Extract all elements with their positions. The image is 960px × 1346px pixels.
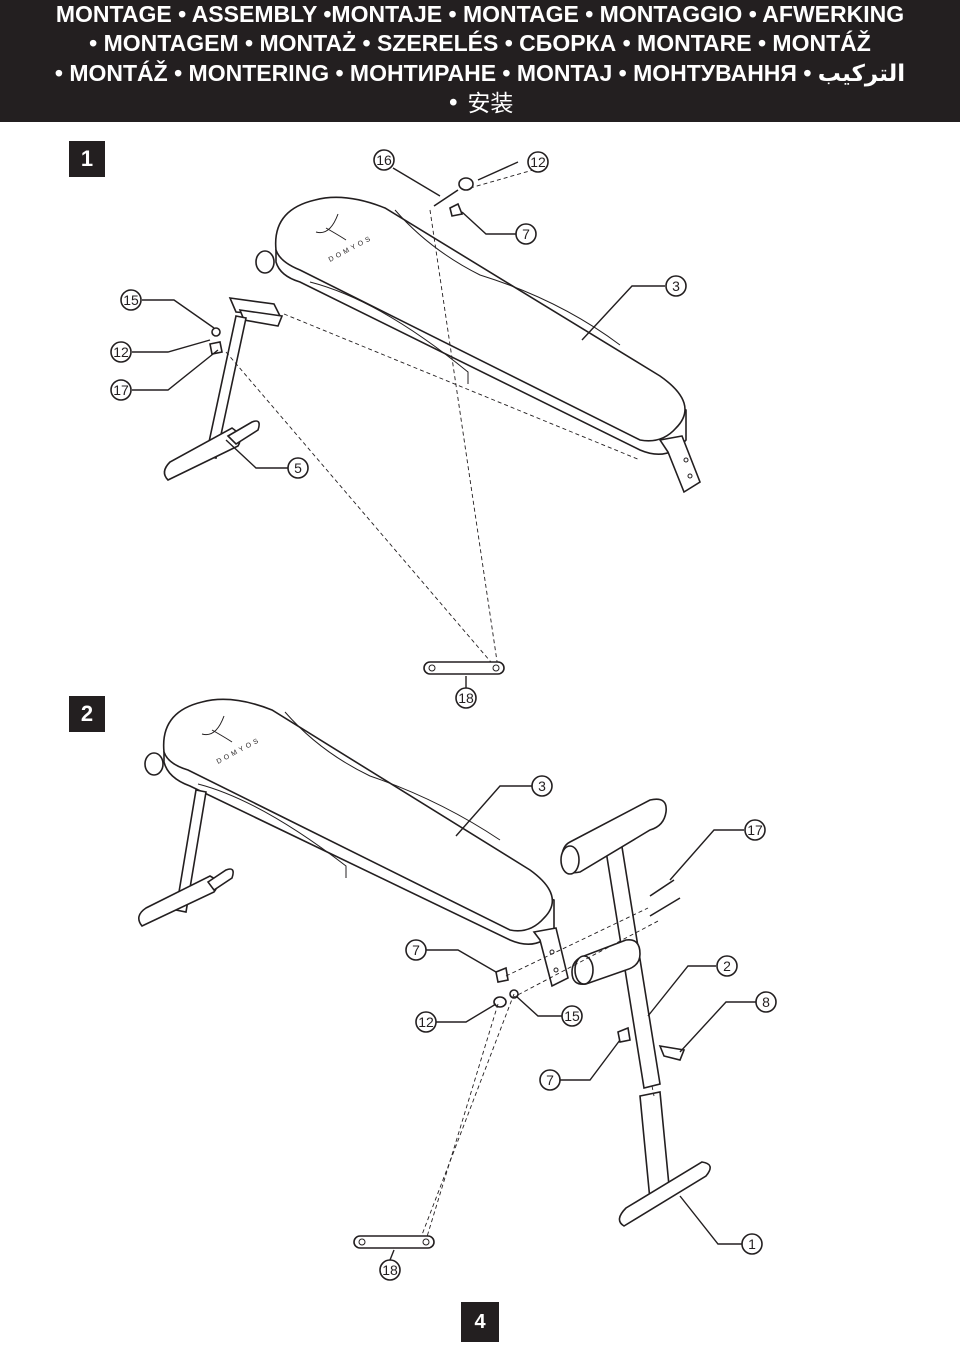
page-number: 4 <box>461 1302 499 1342</box>
front-leg <box>205 315 247 459</box>
bench-tube-end <box>255 250 275 274</box>
callout-8: 8 <box>755 991 777 1013</box>
svg-text:3: 3 <box>538 778 546 794</box>
svg-text:15: 15 <box>564 1008 580 1024</box>
front-foot-tube <box>138 875 218 927</box>
callout-3: 3 <box>531 775 553 797</box>
adjust-pin <box>658 1044 686 1061</box>
callout-12: 12 <box>527 151 549 173</box>
header-line-3: • MONTÁŽ • MONTERING • МОНТИРАНЕ • MONTA… <box>54 60 906 86</box>
pad-seam <box>394 209 621 346</box>
step-1-drawing: DOMYOS 16 <box>110 149 701 709</box>
nut <box>617 1026 631 1043</box>
rear-bracket <box>532 927 569 988</box>
svg-text:18: 18 <box>382 1262 398 1278</box>
header-line-4: • 安装 <box>446 91 514 117</box>
callout-2: 2 <box>716 955 738 977</box>
bolt <box>649 879 675 897</box>
svg-text:7: 7 <box>546 1072 554 1088</box>
callout-7: 7 <box>515 223 537 245</box>
nut <box>495 966 509 983</box>
svg-text:12: 12 <box>530 154 546 170</box>
callout-16: 16 <box>373 149 395 171</box>
svg-text:17: 17 <box>113 382 129 398</box>
header-line-1: MONTAGE • ASSEMBLY •MONTAJE • MONTAGE • … <box>55 1 905 27</box>
svg-text:2: 2 <box>723 958 731 974</box>
link-plate <box>353 1235 435 1249</box>
bench-pad-top <box>274 196 686 442</box>
callout-12: 12 <box>110 341 132 363</box>
svg-text:5: 5 <box>294 460 302 476</box>
brand-logo-mark <box>315 213 347 241</box>
step-2-badge: 2 <box>69 696 105 732</box>
svg-text:12: 12 <box>113 344 129 360</box>
knob-cap <box>458 177 474 191</box>
knob-cap <box>493 996 507 1008</box>
callout-18: 18 <box>379 1259 401 1281</box>
callout-15: 15 <box>561 1005 583 1027</box>
pad-seam-lower <box>197 783 347 878</box>
front-leg <box>175 789 207 913</box>
callout-5: 5 <box>287 457 309 479</box>
callout-7: 7 <box>405 939 427 961</box>
bench-tube-end <box>144 752 164 776</box>
callout-15: 15 <box>120 289 142 311</box>
callout-3: 3 <box>665 275 687 297</box>
header-banner: MONTAGE • ASSEMBLY •MONTAJE • MONTAGE • … <box>0 0 960 122</box>
svg-text:15: 15 <box>123 292 139 308</box>
rear-foot-tube <box>618 1161 711 1227</box>
header-line-2: • MONTAGEM • MONTAŻ • SZERELÉS • СБОРКА … <box>89 30 871 56</box>
link-plate <box>423 661 505 675</box>
bolt <box>649 897 681 917</box>
svg-text:17: 17 <box>747 822 763 838</box>
svg-text:8: 8 <box>762 994 770 1010</box>
svg-text:7: 7 <box>522 226 530 242</box>
pad-seam <box>284 711 501 841</box>
callout-18: 18 <box>455 687 477 709</box>
callout-1: 1 <box>741 1233 763 1255</box>
svg-text:18: 18 <box>458 690 474 706</box>
washer <box>211 327 221 337</box>
step-1-badge: 1 <box>69 141 105 177</box>
callout-17: 17 <box>110 379 132 401</box>
rear-bracket <box>658 435 701 494</box>
bench-pad-top <box>162 698 554 932</box>
svg-text:12: 12 <box>418 1014 434 1030</box>
callout-12: 12 <box>415 1011 437 1033</box>
brand-logo-mark <box>201 715 233 743</box>
svg-text:3: 3 <box>672 278 680 294</box>
step-2-drawing: DOMYOS <box>138 698 777 1281</box>
svg-text:7: 7 <box>412 942 420 958</box>
callout-7: 7 <box>539 1069 561 1091</box>
nut <box>449 202 464 217</box>
svg-text:16: 16 <box>376 152 392 168</box>
svg-text:1: 1 <box>748 1236 756 1252</box>
pad-seam-lower <box>309 281 469 384</box>
callout-17: 17 <box>744 819 766 841</box>
